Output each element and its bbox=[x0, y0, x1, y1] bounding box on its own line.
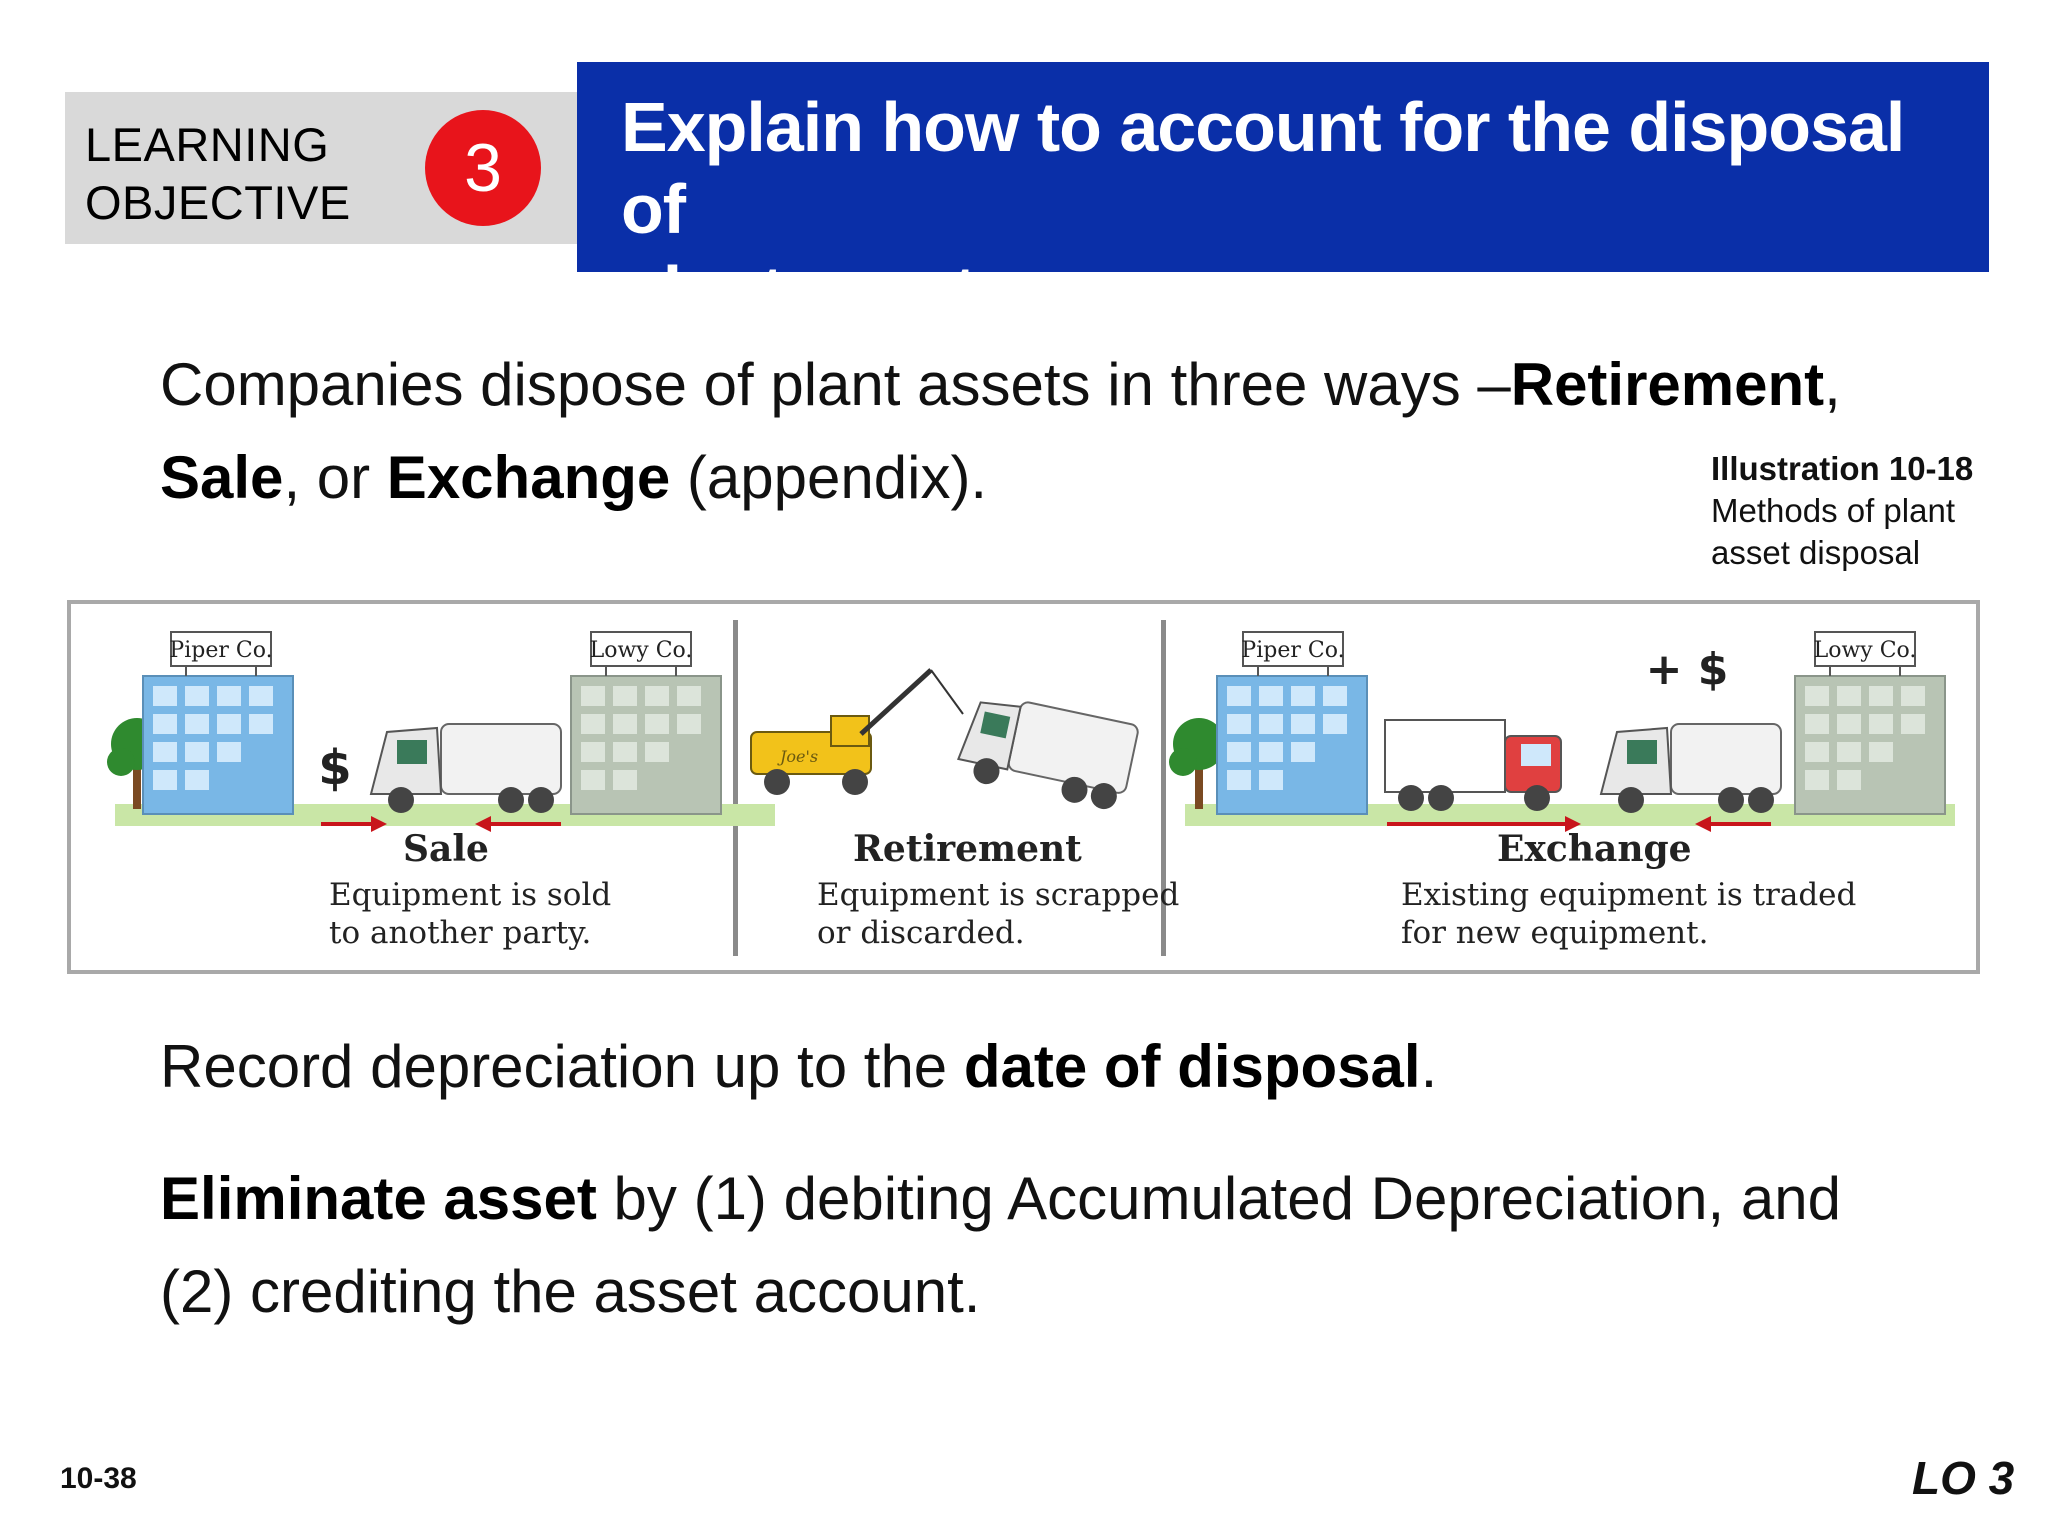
piper-sign-sale: Piper Co. bbox=[169, 638, 272, 663]
title-banner: Explain how to account for the disposal … bbox=[577, 62, 1989, 330]
sale-caption: Equipment is sold to another party. bbox=[329, 876, 611, 952]
retirement-caption-line2: or discarded. bbox=[817, 915, 1025, 951]
plus-dollar-sign: + $ bbox=[1646, 644, 1729, 695]
learning-objective-tag: LO 3 bbox=[1912, 1452, 2015, 1504]
intro-text: Companies dispose of plant assets in thr… bbox=[160, 351, 1511, 418]
illustration-line1: Methods of plant bbox=[1711, 492, 1955, 529]
retirement-caption: Equipment is scrapped or discarded. bbox=[817, 876, 1179, 952]
title-line2: plant assets. bbox=[621, 252, 1033, 330]
dollar-sign: $ bbox=[318, 740, 351, 796]
disposal-illustration: Piper Co. Lowy Co. $ bbox=[107, 620, 1955, 956]
lowy-sign-exchange: Lowy Co. bbox=[1814, 638, 1917, 663]
exchange-caption: Existing equipment is traded for new equ… bbox=[1401, 876, 1856, 952]
divider-left bbox=[733, 620, 738, 956]
lowy-building-icon-exchange bbox=[1794, 631, 1946, 815]
intro-or: , or bbox=[283, 444, 387, 511]
record-text: Record depreciation up to the bbox=[160, 1033, 964, 1100]
tree-icon-exchange bbox=[1169, 718, 1225, 809]
disposal-methods-figure: Piper Co. Lowy Co. $ bbox=[67, 600, 1980, 974]
learning-objective-label: LEARNING OBJECTIVE bbox=[85, 116, 351, 232]
tow-truck-icon bbox=[750, 668, 964, 795]
joes-logo: Joe's bbox=[777, 747, 818, 766]
slide-number: 10-38 bbox=[60, 1462, 137, 1495]
intro-sale: Sale bbox=[160, 444, 284, 511]
intro-retirement: Retirement bbox=[1510, 351, 1825, 418]
piper-sign-exchange: Piper Co. bbox=[1241, 638, 1344, 663]
eliminate-line1: by (1) debiting Accumulated Depreciation… bbox=[596, 1165, 1841, 1232]
intro-exchange: Exchange bbox=[386, 444, 671, 511]
retirement-caption-line1: Equipment is scrapped bbox=[817, 877, 1180, 913]
record-bold: date of disposal bbox=[963, 1033, 1421, 1100]
slide-title: Explain how to account for the disposal … bbox=[621, 86, 1961, 332]
intro-appendix: (appendix). bbox=[670, 444, 988, 511]
lo-line1: LEARNING bbox=[85, 118, 330, 171]
exchange-label: Exchange bbox=[1497, 828, 1692, 870]
illustration-caption: Illustration 10-18 Methods of plant asse… bbox=[1711, 448, 1973, 574]
truck-icon-sale bbox=[369, 723, 562, 813]
lowy-sign-sale: Lowy Co. bbox=[590, 638, 693, 663]
lowy-building-icon bbox=[570, 631, 722, 815]
sale-caption-line2: to another party. bbox=[329, 915, 592, 951]
old-truck-icon-exchange bbox=[1599, 723, 1782, 813]
sale-label: Sale bbox=[403, 828, 489, 870]
truck-icon-retirement bbox=[957, 701, 1139, 810]
record-paragraph: Record depreciation up to the date of di… bbox=[160, 1020, 1437, 1113]
piper-building-icon-exchange bbox=[1216, 631, 1368, 815]
record-period: . bbox=[1420, 1033, 1438, 1100]
title-line1: Explain how to account for the disposal … bbox=[621, 88, 1905, 248]
eliminate-line2: (2) crediting the asset account. bbox=[160, 1258, 981, 1325]
eliminate-paragraph: Eliminate asset by (1) debiting Accumula… bbox=[160, 1152, 1960, 1338]
divider-right bbox=[1161, 620, 1166, 956]
learning-objective-box: LEARNING OBJECTIVE 3 bbox=[65, 92, 577, 244]
intro-comma: , bbox=[1824, 351, 1841, 418]
sale-caption-line1: Equipment is sold bbox=[329, 877, 612, 913]
objective-number-badge: 3 bbox=[425, 110, 541, 226]
new-truck-icon bbox=[1384, 719, 1562, 811]
eliminate-bold: Eliminate asset bbox=[160, 1165, 597, 1232]
exchange-caption-line2: for new equipment. bbox=[1401, 915, 1709, 951]
illustration-line2: asset disposal bbox=[1711, 534, 1921, 571]
exchange-caption-line1: Existing equipment is traded bbox=[1401, 877, 1857, 913]
lo-line2: OBJECTIVE bbox=[85, 176, 351, 229]
intro-paragraph: Companies dispose of plant assets in thr… bbox=[160, 338, 1920, 524]
illustration-title: Illustration 10-18 bbox=[1711, 450, 1974, 487]
retirement-label: Retirement bbox=[853, 828, 1082, 870]
piper-building-icon bbox=[142, 631, 294, 815]
